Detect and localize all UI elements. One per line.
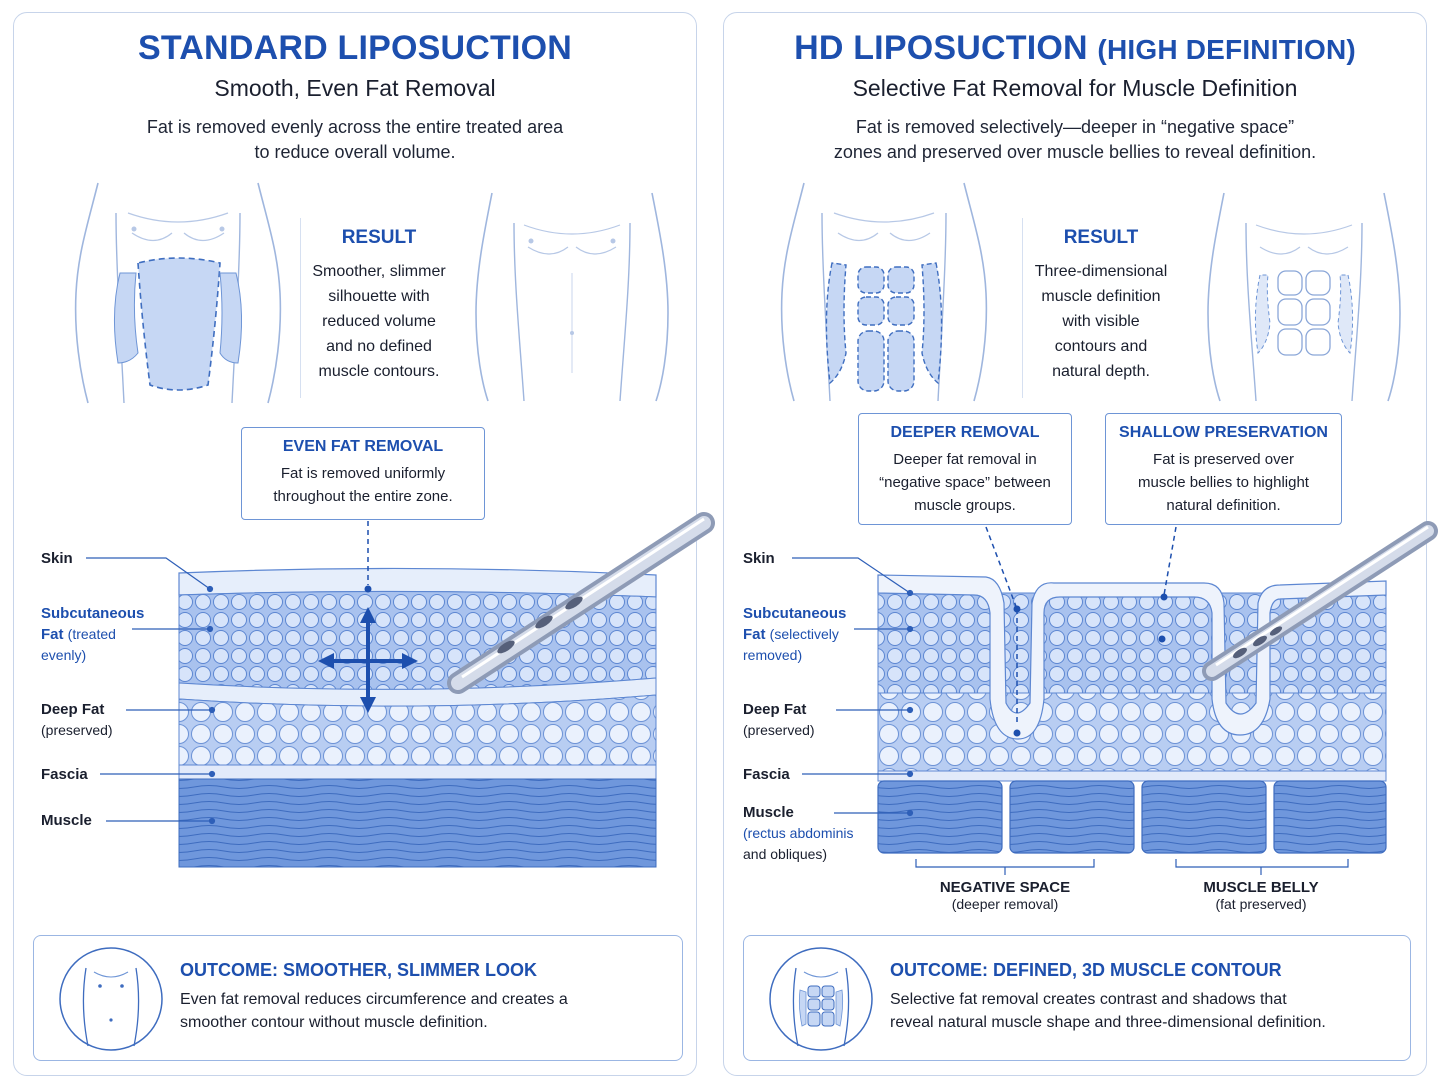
right-subtitle: Selective Fat Removal for Muscle Definit… xyxy=(852,75,1298,101)
muscle-belly-label: MUSCLE BELLY (fat preserved) xyxy=(1203,879,1319,912)
left-result-text: Smoother, slimmer silhouette with reduce… xyxy=(312,263,446,380)
left-tissue-cross-section xyxy=(86,512,715,868)
right-outcome-heading: OUTCOME: DEFINED, 3D MUSCLE CONTOUR xyxy=(890,960,1282,980)
defined-abs-icon xyxy=(769,947,873,1051)
left-label-fascia: Fascia xyxy=(41,766,88,783)
deeper-removal-callout: DEEPER REMOVAL Deeper fat removal in “ne… xyxy=(858,413,1072,525)
left-label-muscle: Muscle xyxy=(41,812,92,829)
deeper-removal-heading: DEEPER REMOVAL xyxy=(890,424,1040,441)
negative-space-label: NEGATIVE SPACE (deeper removal) xyxy=(939,879,1071,912)
right-result-text: Three-dimensional muscle definition with… xyxy=(1034,263,1168,380)
left-label-skin: Skin xyxy=(41,550,73,567)
right-tissue-cross-section xyxy=(792,521,1438,875)
right-title: HD LIPOSUCTION (HIGH DEFINITION) xyxy=(794,29,1356,67)
hd-liposuction-panel: HD LIPOSUCTION (HIGH DEFINITION) Selecti… xyxy=(723,12,1438,1076)
right-torso-before-illustration xyxy=(780,182,988,402)
left-outcome-box: OUTCOME: SMOOTHER, SLIMMER LOOK Even fat… xyxy=(33,935,683,1061)
left-outcome-heading: OUTCOME: SMOOTHER, SLIMMER LOOK xyxy=(180,960,537,980)
right-description: Fat is removed selectively—deeper in “ne… xyxy=(833,117,1317,162)
standard-liposuction-panel: STANDARD LIPOSUCTION Smooth, Even Fat Re… xyxy=(13,12,715,1076)
shallow-preservation-text: Fat is preserved over muscle bellies to … xyxy=(1138,451,1309,514)
left-torso-before-illustration xyxy=(74,182,282,404)
even-fat-removal-callout: EVEN FAT REMOVAL Fat is removed uniforml… xyxy=(241,427,485,520)
right-label-skin: Skin xyxy=(743,550,775,567)
left-result-heading: RESULT xyxy=(341,227,417,248)
left-label-deep-fat: Deep Fat (preserved) xyxy=(41,701,113,738)
left-outcome-text: Even fat removal reduces circumference a… xyxy=(180,991,568,1031)
shallow-preservation-callout: SHALLOW PRESERVATION Fat is preserved ov… xyxy=(1105,413,1342,525)
left-description: Fat is removed evenly across the entire … xyxy=(146,117,564,162)
right-label-fascia: Fascia xyxy=(743,766,790,783)
shallow-preservation-heading: SHALLOW PRESERVATION xyxy=(1119,424,1328,441)
left-subtitle: Smooth, Even Fat Removal xyxy=(214,75,496,101)
even-fat-removal-heading: EVEN FAT REMOVAL xyxy=(282,438,444,455)
right-result-heading: RESULT xyxy=(1063,227,1139,248)
right-result-divider xyxy=(1022,218,1023,398)
right-outcome-text: Selective fat removal creates contrast a… xyxy=(890,991,1326,1031)
slim-torso-icon xyxy=(59,947,163,1051)
left-torso-after-illustration xyxy=(475,192,669,402)
left-label-subcutaneous-fat: Subcutaneous Fat (treated evenly) xyxy=(41,605,145,663)
right-label-subcutaneous-fat: Subcutaneous Fat (selectively removed) xyxy=(743,605,847,663)
even-fat-removal-text: Fat is removed uniformly throughout the … xyxy=(273,465,453,505)
right-torso-after-illustration xyxy=(1207,192,1401,402)
deeper-removal-text: Deeper fat removal in “negative space” b… xyxy=(879,451,1051,514)
left-title: STANDARD LIPOSUCTION xyxy=(137,29,573,67)
right-outcome-box: OUTCOME: DEFINED, 3D MUSCLE CONTOUR Sele… xyxy=(743,935,1411,1061)
right-label-muscle: Muscle (rectus abdominis and obliques) xyxy=(743,804,854,862)
right-label-deep-fat: Deep Fat (preserved) xyxy=(743,701,815,738)
left-result-divider xyxy=(300,218,301,398)
